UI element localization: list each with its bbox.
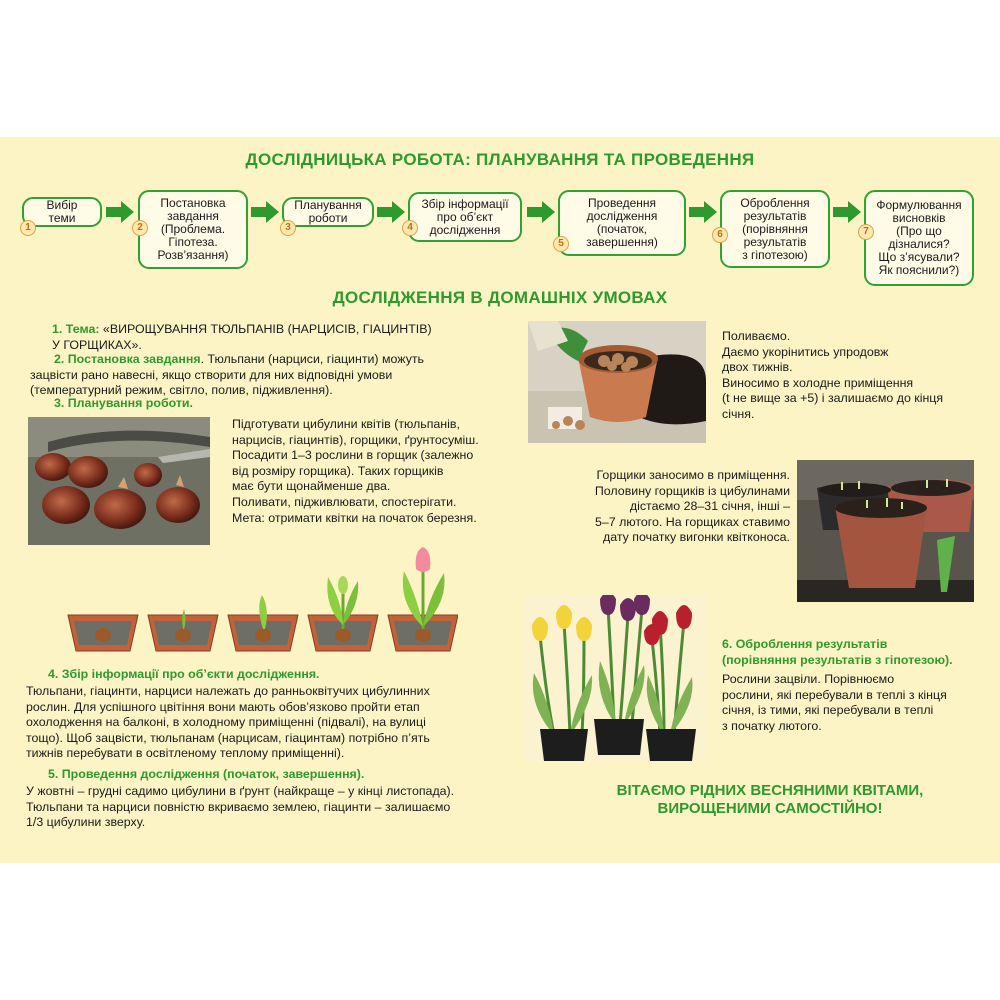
section-3-heading: 3. Планування роботи.: [54, 396, 193, 410]
step-4: Збір інформації про об’єкт дослідження: [408, 192, 522, 242]
arrow-right-icon: [377, 201, 405, 223]
section-1-end: .: [138, 337, 142, 352]
section-5-heading: 5. Проведення дослідження (початок, заве…: [48, 767, 365, 781]
arrow-right-icon: [106, 201, 134, 223]
arrow-right-icon: [833, 201, 861, 223]
planting-photo: [528, 321, 706, 443]
pots-text: Горщики заносимо в приміщення. Половину …: [594, 468, 790, 545]
step-number-2: 2: [132, 220, 148, 236]
section-1-text: «ВИРОЩУВАННЯ ТЮЛЬПАНІВ (НАРЦИСІВ, ГІАЦИН…: [52, 322, 432, 352]
tulips-photo: [524, 595, 706, 761]
step-6: Оброблення результатів (порівняння резул…: [720, 190, 830, 268]
step-number-3: 3: [280, 220, 296, 236]
page-title: ДОСЛІДНИЦЬКА РОБОТА: ПЛАНУВАННЯ ТА ПРОВЕ…: [245, 150, 755, 169]
section-1-heading: 1. Тема:: [52, 322, 103, 336]
arrow-right-icon: [689, 201, 717, 223]
arrow-right-icon: [527, 201, 555, 223]
section-5-text: У жовтні – грудні садимо цибулини в ґрун…: [26, 784, 455, 830]
section-2-heading: 2. Постановка завдання: [54, 352, 201, 366]
step-number-4: 4: [402, 220, 418, 236]
step-2: Постановка завдання (Проблема. Гіпотеза.…: [138, 190, 248, 269]
growth-stages-illustration: [66, 547, 458, 659]
section-3-text: Підготувати цибулини квітів (тюльпанів, …: [232, 417, 479, 525]
step-number-5: 5: [553, 236, 569, 252]
step-1: Вибір теми: [22, 197, 102, 227]
watering-text: Поливаємо. Даємо укорінитись упродовж дв…: [722, 329, 944, 421]
step-number-7: 7: [858, 224, 874, 240]
step-5: Проведення дослідження (початок, заверше…: [558, 190, 686, 256]
section-6-text: Рослини зацвіли. Порівнюємо рослини, які…: [722, 672, 947, 733]
step-7: Формулювання висновків (Про що дізналися…: [864, 190, 974, 286]
section-4-text: Тюльпани, гіацинти, нарциси належать до …: [26, 684, 430, 761]
final-greeting: ВІТАЄМО РІДНИХ ВЕСНЯНИМИ КВІТАМИ, ВИРОЩЕ…: [616, 782, 924, 817]
arrow-right-icon: [251, 201, 279, 223]
section-6-heading: 6. Оброблення результатів (порівняння ре…: [722, 637, 953, 667]
step-number-6: 6: [712, 227, 728, 243]
step-number-1: 1: [20, 220, 36, 236]
tulip-bulbs-photo: [28, 417, 210, 545]
pots-photo: [797, 460, 974, 602]
section-2-text: . Тюльпани (нарциси, гіацинти) можуть за…: [30, 352, 425, 398]
section-title: ДОСЛІДЖЕННЯ В ДОМАШНІХ УМОВАХ: [332, 288, 668, 307]
section-2-task: 2. Постановка завдання. Тюльпани (нарцис…: [30, 352, 480, 399]
section-4-heading: 4. Збір інформації про об’єкти досліджен…: [48, 667, 320, 681]
section-1-topic: 1. Тема: «ВИРОЩУВАННЯ ТЮЛЬПАНІВ (НАРЦИСІ…: [52, 322, 472, 353]
step-3: Планування роботи: [282, 197, 374, 227]
poster: ДОСЛІДНИЦЬКА РОБОТА: ПЛАНУВАННЯ ТА ПРОВЕ…: [0, 137, 1000, 863]
